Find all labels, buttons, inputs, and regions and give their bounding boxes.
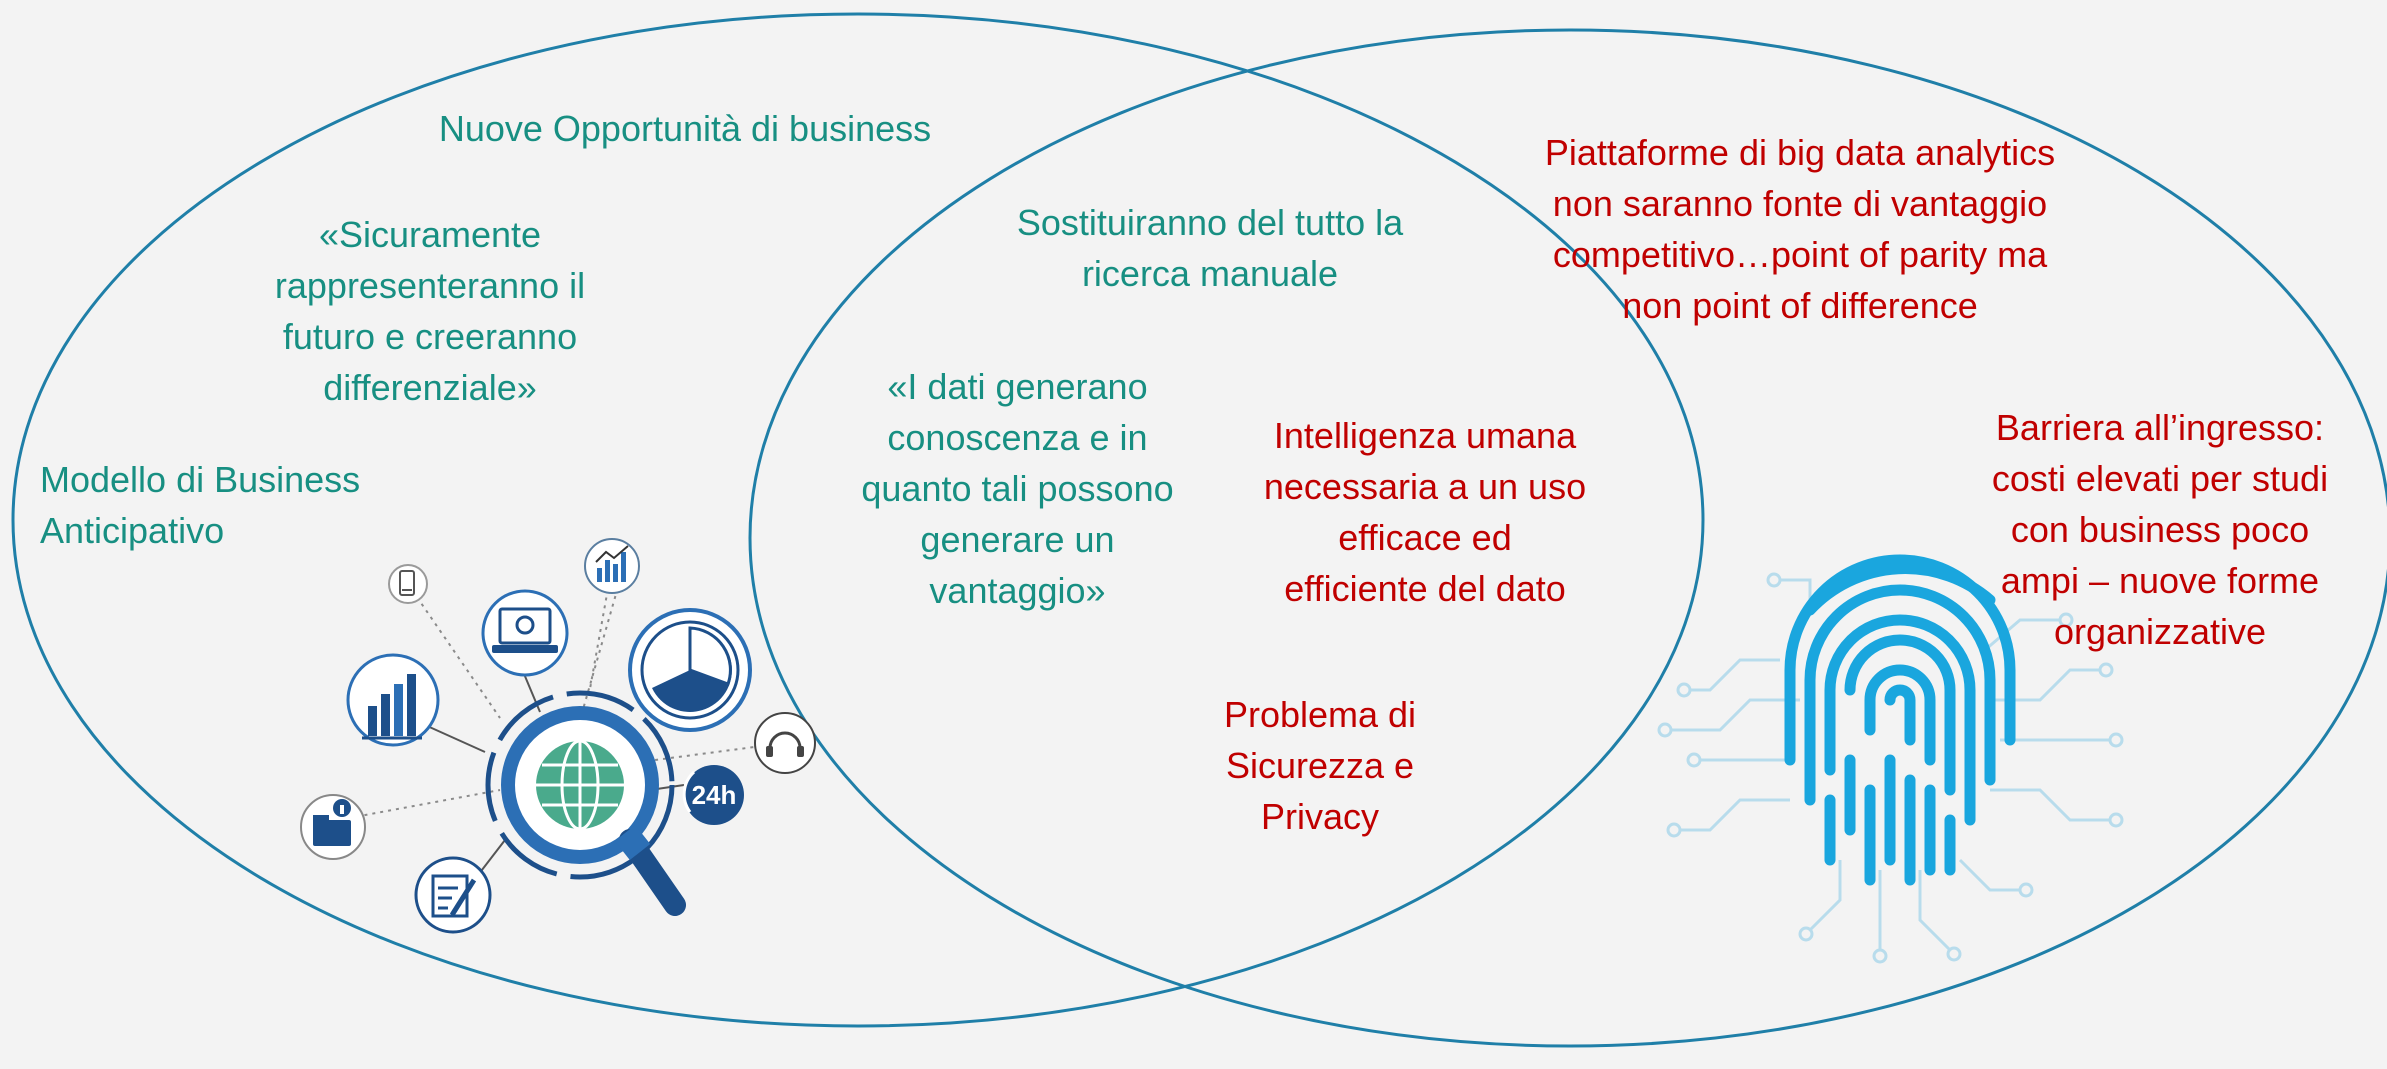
laptop-settings-icon <box>481 589 569 677</box>
info-folder-icon <box>300 794 366 860</box>
right-ellipse <box>748 28 2387 1048</box>
24h-icon: 24h <box>682 765 744 825</box>
security-privacy-note: Problema di Sicurezza e Privacy <box>1223 694 1417 837</box>
phone-icon <box>388 564 428 604</box>
left-ellipse <box>11 12 1705 1028</box>
24h-label: 24h <box>692 780 737 810</box>
barrier-note: Barriera all’ingresso: costi elevati per… <box>1991 407 2329 652</box>
intersection-quote: «I dati generano conoscenza e in quanto … <box>861 366 1174 611</box>
left-quote: «Sicuramente rappresenteranno il futuro … <box>274 214 586 408</box>
analytics-cluster-icon: 24h <box>300 538 816 934</box>
business-model-label: Modello di Business Anticipativo <box>40 459 361 551</box>
fingerprint-icon <box>1784 554 2016 886</box>
bar-chart-icon <box>346 653 440 747</box>
human-intelligence-note: Intelligenza umana necessaria a un uso e… <box>1263 415 1587 609</box>
circuit-lines-icon <box>1657 572 2124 964</box>
document-edit-icon <box>414 856 492 934</box>
magnifier-globe-icon <box>485 690 686 916</box>
new-opportunities-title: Nuove Opportunità di business <box>438 108 932 149</box>
platforms-note: Piattaforme di big data analytics non sa… <box>1544 132 2056 326</box>
bar-chart-small-icon <box>584 538 640 594</box>
headset-icon <box>754 712 816 774</box>
manual-search-statement: Sostituiranno del tutto la ricerca manua… <box>1016 202 1404 294</box>
pie-chart-icon <box>628 608 752 732</box>
